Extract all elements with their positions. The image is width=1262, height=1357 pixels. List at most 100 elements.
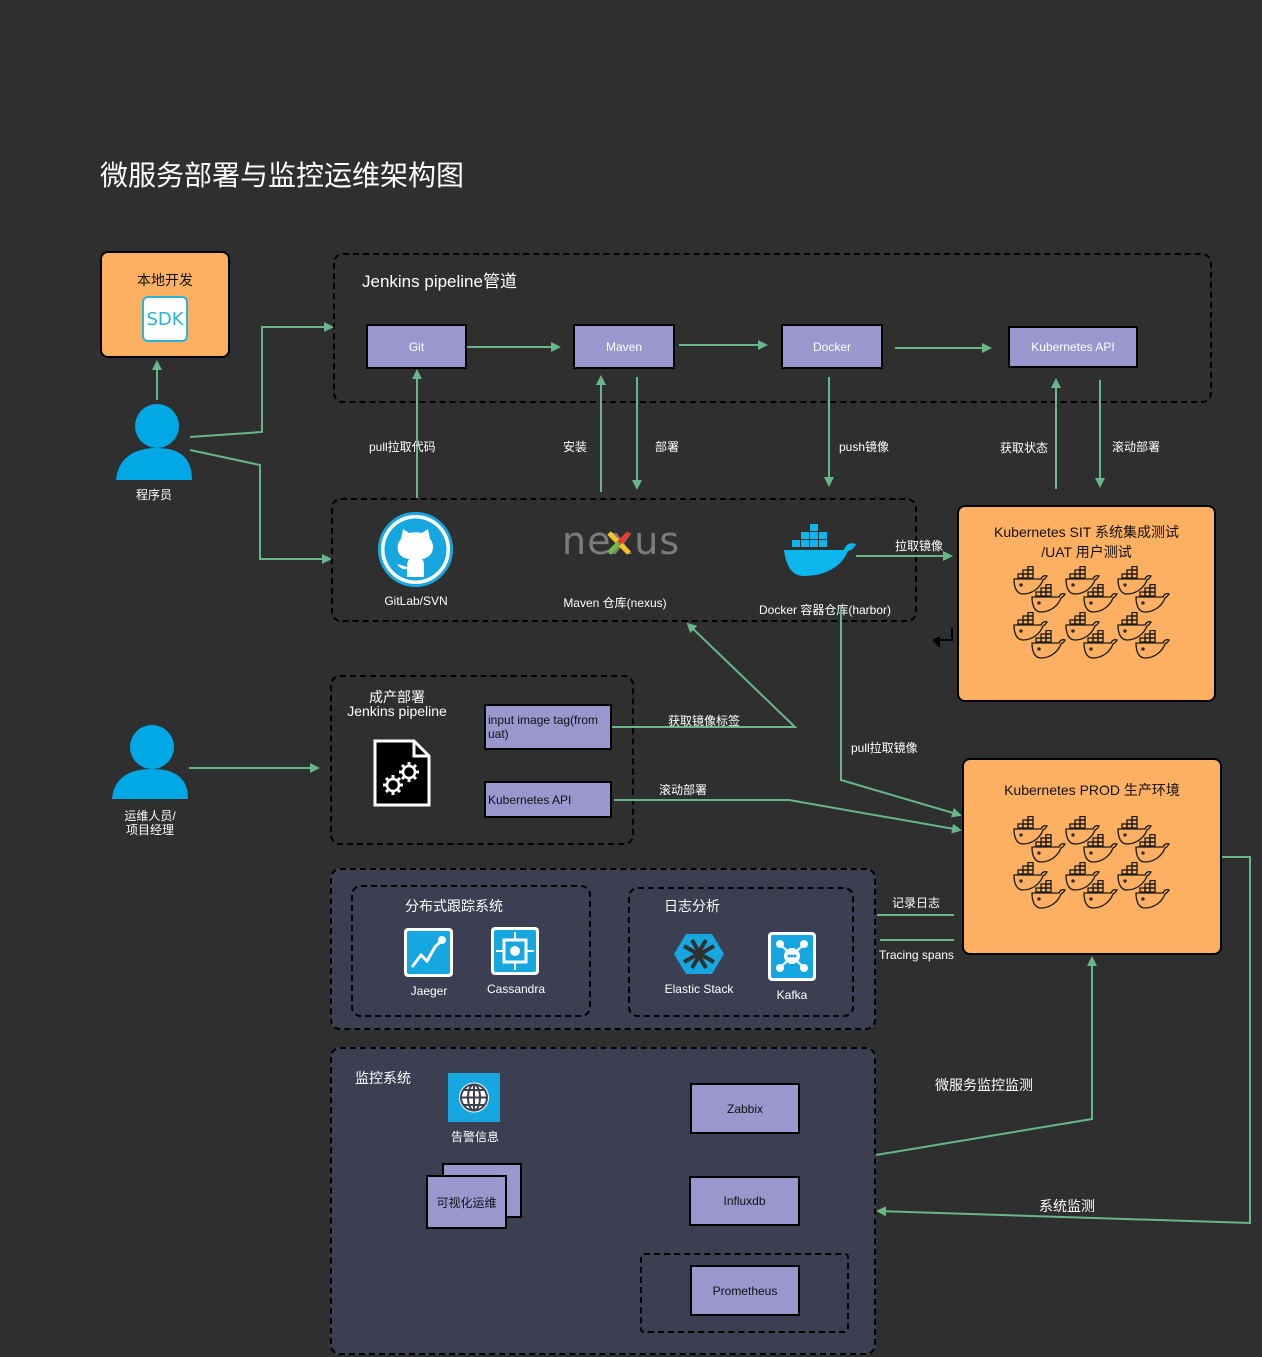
repositories-group: [331, 498, 917, 622]
pod-pair: [1012, 815, 1066, 863]
docker-pod-icon: [1012, 611, 1048, 647]
docker-pod-icon: [1134, 879, 1170, 915]
docker-pod-icon: [1116, 861, 1152, 897]
docker-pod-icon: [1012, 565, 1048, 601]
edge-label-pull-image: 拉取镜像: [895, 539, 944, 553]
docker-pod-icon: [1116, 611, 1152, 647]
nexus-x-icon: [607, 531, 631, 555]
edge-image-tag-to-nexus: [612, 622, 798, 728]
visual-ops-node[interactable]: 可视化运维: [426, 1175, 507, 1229]
docker-pod-icon: [1082, 583, 1118, 619]
prod-deploy-group: [330, 675, 634, 845]
ops-label-line2: 项目经理: [125, 823, 174, 837]
influxdb-node[interactable]: Influxdb: [689, 1176, 800, 1226]
input-image-tag-node[interactable]: input image tag(from uat): [484, 704, 612, 750]
edge-label-rolling-deploy-2: 滚动部署: [659, 783, 708, 797]
small-return-arrow-icon: [936, 628, 953, 641]
jaeger-label: Jaeger: [410, 984, 448, 998]
docker-pod-icon: [1030, 833, 1066, 869]
docker-pod-icon: [1116, 565, 1152, 601]
jenkins-pipeline-title: Jenkins pipeline管道: [362, 272, 517, 291]
sit-title-line1: Kubernetes SIT 系统集成测试: [994, 524, 1179, 540]
edge-label-record-logs: 记录日志: [892, 896, 941, 910]
elastic-stack-label: Elastic Stack: [664, 982, 734, 996]
edge-label-rolling-deploy: 滚动部署: [1112, 440, 1161, 454]
edge-prod-to-tracing-monitor: [875, 956, 1097, 1156]
prometheus-node[interactable]: Prometheus: [690, 1265, 800, 1316]
sdk-icon: SDK: [142, 296, 188, 342]
docker-node[interactable]: Docker: [781, 324, 883, 369]
cassandra-label: Cassandra: [486, 982, 546, 996]
jaeger-icon: [404, 928, 453, 977]
nexus-label: Maven 仓库(nexus): [563, 596, 667, 610]
jenkins-pipeline-group: [333, 253, 1212, 403]
kubernetes-api-node[interactable]: Kubernetes API: [1008, 326, 1138, 368]
github-icon: [378, 512, 453, 587]
alert-label: 告警信息: [450, 1130, 499, 1144]
prod-title: Kubernetes PROD 生产环境: [1004, 782, 1180, 798]
tracing-system-group: [351, 885, 591, 1017]
docker-pod-icon: [1134, 583, 1170, 619]
edge-harbor-to-prod: [840, 606, 962, 818]
edge-label-pull-code: pull拉取代码: [369, 440, 436, 454]
docker-pod-icon: [1030, 629, 1066, 665]
edge-label-microservice-monitor: 微服务监控监测: [935, 1077, 1033, 1093]
maven-node[interactable]: Maven: [573, 324, 675, 369]
kafka-label: Kafka: [776, 988, 808, 1002]
programmer-label: 程序员: [135, 488, 172, 502]
docker-pod-icon: [1082, 833, 1118, 869]
kubernetes-sit-environment[interactable]: Kubernetes SIT 系统集成测试 /UAT 用户测试: [957, 505, 1216, 702]
local-dev-box[interactable]: 本地开发 SDK: [100, 251, 230, 358]
docker-pod-icon: [1116, 815, 1152, 851]
docker-whale-icon: [784, 524, 856, 576]
ops-person-icon[interactable]: [110, 723, 190, 801]
docker-pod-icon: [1064, 565, 1100, 601]
edge-label-system-monitor: 系统监测: [1039, 1198, 1095, 1214]
docker-pod-icon: [1134, 833, 1170, 869]
pod-pair: [1116, 861, 1170, 909]
zabbix-node[interactable]: Zabbix: [690, 1083, 800, 1134]
kubernetes-prod-environment[interactable]: Kubernetes PROD 生产环境: [962, 758, 1222, 955]
elastic-stack-icon: [674, 934, 724, 974]
cassandra-icon: [491, 927, 539, 975]
prometheus-group: [640, 1253, 849, 1333]
docker-pod-icon: [1030, 879, 1066, 915]
docker-pod-icon: [1082, 629, 1118, 665]
tracing-title: 分布式跟踪系统: [405, 898, 503, 914]
edge-label-tracing-spans: Tracing spans: [879, 948, 954, 962]
prod-deploy-title-line1: 成产部署: [369, 689, 425, 705]
local-dev-label: 本地开发: [137, 272, 193, 288]
docker-pod-icon: [1064, 611, 1100, 647]
edge-programmer-to-repos: [189, 449, 332, 564]
pod-pair: [1012, 861, 1066, 909]
pod-pair: [1064, 861, 1118, 909]
sdk-icon-text: SDK: [146, 308, 184, 330]
docker-pod-icon: [1012, 815, 1048, 851]
edge-label-deploy: 部署: [655, 440, 680, 454]
git-node[interactable]: Git: [366, 324, 467, 369]
monitoring-title: 监控系统: [355, 1070, 411, 1086]
pod-pair: [1116, 815, 1170, 863]
edge-prod-to-system-monitor: [876, 856, 1251, 1225]
log-analysis-title: 日志分析: [664, 898, 720, 914]
docker-pod-icon: [1064, 861, 1100, 897]
alert-globe-icon: [448, 1073, 500, 1122]
docker-pod-icon: [1030, 583, 1066, 619]
edge-label-pull-pull-image: pull拉取镜像: [851, 741, 918, 755]
programmer-person-icon[interactable]: [112, 402, 194, 482]
docker-pod-icon: [1064, 815, 1100, 851]
pod-pair: [1116, 565, 1170, 613]
edge-label-get-status: 获取状态: [1000, 441, 1049, 455]
prod-kubernetes-api-node[interactable]: Kubernetes API: [484, 781, 612, 818]
sit-pods-cluster: [1012, 565, 1170, 659]
pod-pair: [1012, 611, 1066, 659]
ops-label-line1: 运维人员/: [124, 809, 176, 823]
edge-label-install: 安装: [563, 440, 588, 454]
pod-pair: [1116, 611, 1170, 659]
kafka-icon: [768, 932, 816, 981]
page-title: 微服务部署与监控运维架构图: [100, 160, 465, 191]
pod-pair: [1064, 565, 1118, 613]
pod-pair: [1064, 611, 1118, 659]
edge-label-get-image-tag: 获取镜像标签: [668, 714, 741, 728]
